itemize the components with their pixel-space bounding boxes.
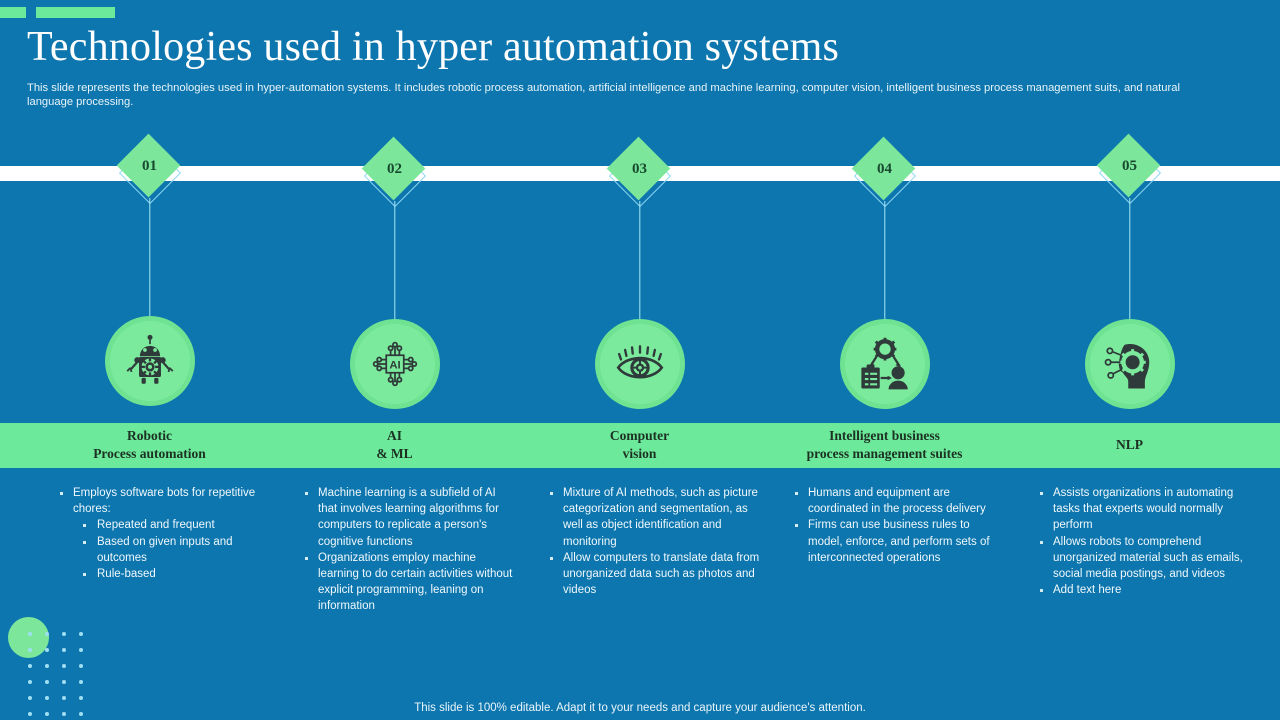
step-number-2: 02 xyxy=(387,160,402,177)
column-label-5: NLP xyxy=(1007,436,1252,454)
step-number-3: 03 xyxy=(632,160,647,177)
step-badge-5[interactable]: 05 xyxy=(1096,133,1161,205)
list-item: Employs software bots for repetitive cho… xyxy=(45,485,270,582)
step-number-4: 04 xyxy=(877,160,892,177)
page-title: Technologies used in hyper automation sy… xyxy=(27,24,840,70)
column-5: 05 xyxy=(1007,0,1252,720)
sub-list-item: Based on given inputs and outcomes xyxy=(75,534,270,566)
column-label-1-line1: Robotic xyxy=(127,428,172,443)
column-label-5-line1: NLP xyxy=(1116,437,1143,452)
bullet-list-1: Employs software bots for repetitive cho… xyxy=(45,485,270,582)
connector-line-2 xyxy=(393,201,396,319)
column-label-4-line1: Intelligent business xyxy=(829,428,940,443)
sub-list-item: Repeated and frequent xyxy=(75,517,270,533)
bullet-list-4: Humans and equipment are coordinated in … xyxy=(780,485,1005,566)
column-label-4: Intelligent business process management … xyxy=(762,427,1007,463)
ai-chip-icon[interactable]: AI xyxy=(349,319,440,409)
connector-line-3 xyxy=(638,201,641,319)
column-4: 04 xyxy=(762,0,1007,720)
step-badge-4[interactable]: 04 xyxy=(851,136,916,208)
step-badge-1[interactable]: 01 xyxy=(116,133,181,205)
eye-vision-icon[interactable] xyxy=(594,319,685,409)
sub-list-item: Rule-based xyxy=(75,566,270,582)
svg-text:AI: AI xyxy=(389,359,400,371)
step-badge-2[interactable]: 02 xyxy=(361,136,426,208)
list-item: Machine learning is a subfield of AI tha… xyxy=(290,485,515,550)
bullet-text: Employs software bots for repetitive cho… xyxy=(73,487,256,516)
column-label-2: AI & ML xyxy=(272,427,517,463)
column-3: 03 xyxy=(517,0,762,720)
connector-line-5 xyxy=(1128,198,1131,319)
step-number-5: 05 xyxy=(1122,157,1137,174)
accent-mark-small xyxy=(0,7,26,18)
sub-bullet-list: Repeated and frequent Based on given inp… xyxy=(73,517,270,582)
column-label-1-line2: Process automation xyxy=(93,446,206,461)
list-item: Assists organizations in automating task… xyxy=(1025,485,1250,534)
connector-line-1 xyxy=(148,198,151,316)
bullet-list-3: Mixture of AI methods, such as picture c… xyxy=(535,485,760,598)
bullet-list-5: Assists organizations in automating task… xyxy=(1025,485,1250,598)
column-label-2-line1: AI xyxy=(386,428,402,443)
column-label-1: Robotic Process automation xyxy=(27,427,272,463)
list-item: Allows robots to comprehend unorganized … xyxy=(1025,534,1250,583)
column-label-4-line2: process management suites xyxy=(806,446,963,461)
step-badge-3[interactable]: 03 xyxy=(606,136,671,208)
column-1: 01 xyxy=(27,0,272,720)
brain-gear-icon[interactable] xyxy=(1084,319,1175,409)
step-number-1: 01 xyxy=(142,157,157,174)
column-label-2-line2: & ML xyxy=(376,446,413,461)
robot-icon[interactable] xyxy=(104,316,195,406)
page-subtitle: This slide represents the technologies u… xyxy=(27,82,1180,108)
process-workflow-icon[interactable] xyxy=(839,319,930,409)
list-item: Humans and equipment are coordinated in … xyxy=(780,485,1005,517)
label-band xyxy=(0,423,1280,468)
list-item: Organizations employ machine learning to… xyxy=(290,550,515,615)
footer-note: This slide is 100% editable. Adapt it to… xyxy=(414,702,866,714)
accent-mark-large xyxy=(36,7,115,18)
decorative-dot-grid xyxy=(28,632,92,720)
bullet-list-2: Machine learning is a subfield of AI tha… xyxy=(290,485,515,615)
column-2: 02 AI xyxy=(272,0,517,720)
list-item: Firms can use business rules to model, e… xyxy=(780,517,1005,566)
column-label-3-line2: vision xyxy=(622,446,657,461)
list-item: Mixture of AI methods, such as picture c… xyxy=(535,485,760,550)
list-item: Add text here xyxy=(1025,582,1250,598)
list-item: Allow computers to translate data from u… xyxy=(535,550,760,599)
column-label-3: Computer vision xyxy=(517,427,762,463)
column-label-3-line1: Computer xyxy=(609,428,670,443)
connector-line-4 xyxy=(883,201,886,319)
